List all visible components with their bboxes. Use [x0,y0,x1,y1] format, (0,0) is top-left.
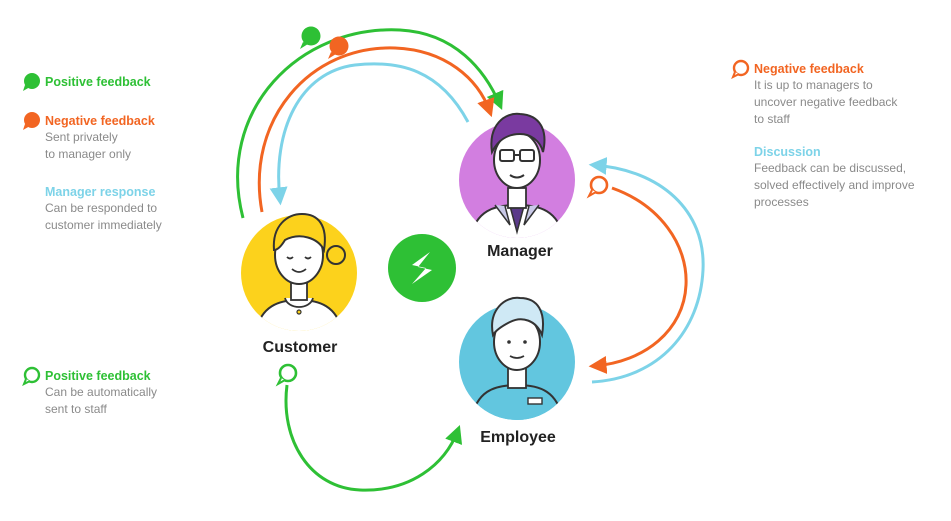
legend-desc-line: customer immediately [45,218,162,232]
manager-avatar [459,112,575,238]
legend-negative-feedback: Negative feedback Sent privately to mana… [23,112,155,163]
outline-speech-bubble-icon [22,366,41,386]
legend-positive-feedback: Positive feedback [23,73,151,91]
negative-feedback-outline-bubble-icon [586,175,609,199]
negative-feedback-to-staff-arrow [588,186,688,374]
legend-title: Negative feedback [45,114,155,128]
employee-avatar [459,296,575,420]
positive-feedback-arrow [236,28,504,219]
legend-desc-line: Feedback can be discussed, [754,161,907,175]
legend-manager-response: Manager response Can be responded to cus… [45,184,162,234]
legend-title: Positive feedback [45,75,151,89]
customer-label: Customer [262,339,338,356]
outline-speech-bubble-icon [731,59,750,79]
legend-title: Negative feedback [754,62,864,76]
manager-label: Manager [487,243,553,260]
legend-discussion: Discussion Feedback can be discussed, so… [754,144,915,211]
negative-feedback-bubble-icon [328,36,349,59]
legend-desc-line: Sent privately [45,130,118,144]
legend-positive-feedback-staff: Positive feedback Can be automatically s… [22,366,158,418]
legend-desc-line: Can be responded to [45,201,158,215]
employee-label: Employee [480,429,556,446]
legend-desc-line: to staff [754,112,790,126]
legend-negative-feedback-staff: Negative feedback It is up to managers t… [731,59,898,128]
legend-desc-line: It is up to managers to [754,78,873,92]
filled-speech-bubble-icon [23,73,40,91]
legend-title: Manager response [45,185,156,199]
legend-title: Positive feedback [45,369,151,383]
customer-avatar [241,212,357,331]
legend-desc-line: solved effectively and improve [754,178,915,192]
manager-response-arrow [269,62,470,206]
legend-desc-line: to manager only [45,147,132,161]
positive-feedback-to-staff-arrow [284,384,463,492]
brand-logo-icon [388,234,456,302]
legend-desc-line: sent to staff [45,402,107,416]
legend-desc-line: processes [754,195,809,209]
positive-feedback-bubble-icon [300,26,321,49]
legend-desc-line: uncover negative feedback [754,95,898,109]
positive-feedback-outline-bubble-icon [275,363,298,387]
discussion-arrow-to-manager [588,156,705,384]
filled-speech-bubble-icon [23,112,40,130]
legend-desc-line: Can be automatically [45,385,158,399]
legend-title: Discussion [754,145,821,159]
negative-feedback-arrow [257,46,495,213]
